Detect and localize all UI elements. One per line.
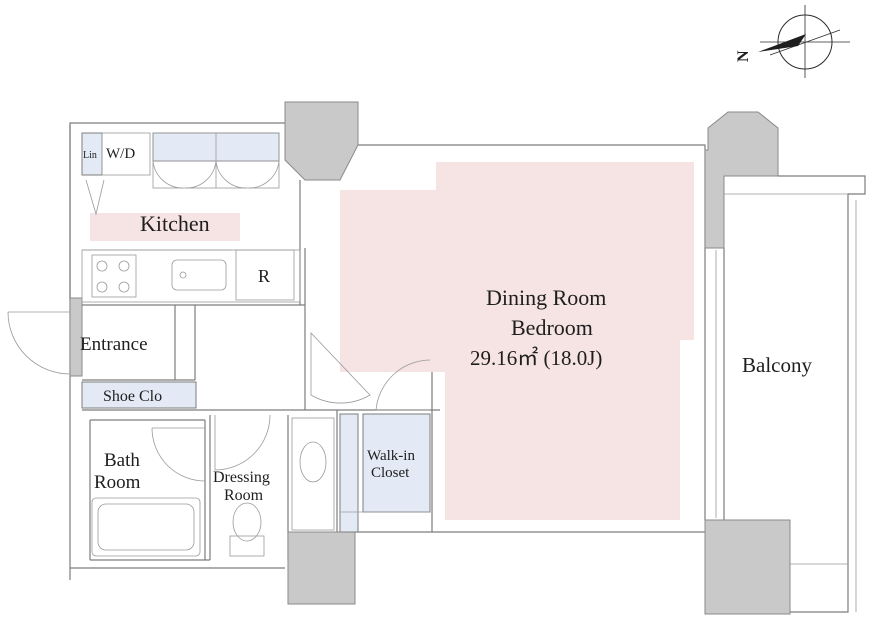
dining-bedroom-highlight (340, 162, 694, 520)
washer-dryer-label: W/D (106, 146, 135, 162)
interior-partitions (82, 180, 440, 561)
compass-icon (758, 5, 850, 78)
balcony-outline (715, 175, 866, 613)
compass-north-label: N (735, 50, 752, 62)
bedroom-label: Bedroom (511, 315, 593, 340)
linen-label: Lin (83, 150, 97, 161)
walkin-shelf-right (362, 413, 431, 513)
walkin-closet-label-line1: Walk-in (367, 448, 415, 464)
kitchen-highlight (90, 213, 240, 241)
entrance-label: Entrance (80, 334, 148, 355)
kitchen-label: Kitchen (140, 211, 210, 236)
bath-room-label-line2: Room (94, 472, 141, 493)
refrigerator-label: R (258, 266, 270, 286)
shoe-closet-label: Shoe Clo (103, 388, 162, 405)
walkin-shelf-left (339, 413, 359, 533)
bath-fixtures (91, 417, 335, 557)
shoe-closet-box (81, 381, 197, 409)
room-area-label: 29.16㎡ (18.0J) (470, 346, 602, 370)
walkin-closet-label-line2: Closet (371, 465, 410, 481)
dressing-room-label-line2: Room (224, 487, 264, 504)
doors (7, 311, 431, 482)
bath-room-label-line1: Bath (104, 450, 140, 471)
dining-room-label: Dining Room (486, 285, 606, 310)
kitchen-cabinets (81, 132, 301, 303)
balcony-label: Balcony (742, 353, 812, 377)
structural-columns (69, 101, 791, 615)
dressing-room-label-line1: Dressing (213, 469, 270, 486)
